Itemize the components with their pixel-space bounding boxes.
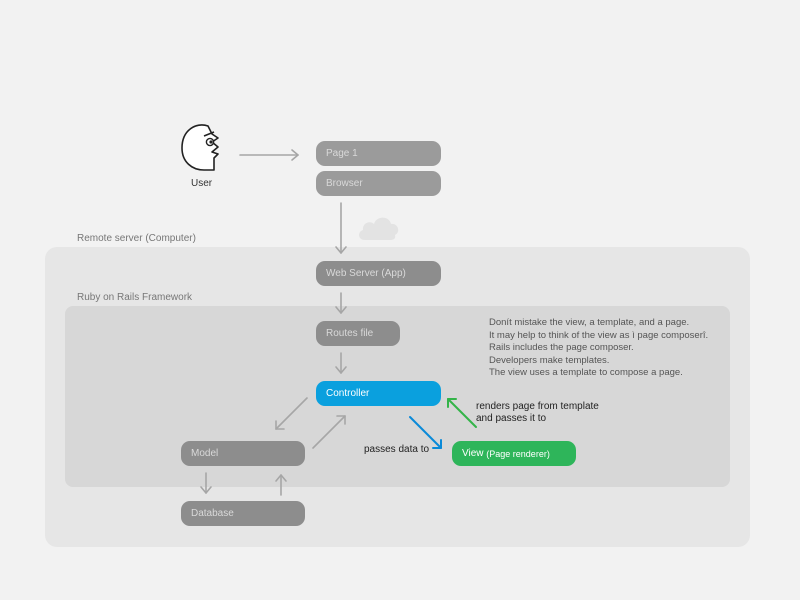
routes-node: Routes file [316,321,400,346]
browser-to-web-server-arrow [335,202,347,254]
view-node: View (Page renderer) [452,441,576,466]
model-to-database-arrow [200,472,212,494]
user-label: User [191,178,213,189]
database-node: Database [181,501,305,526]
renders-label-line1: renders page from template [476,401,599,412]
controller-node: Controller [316,381,441,406]
view-label: View [462,448,484,459]
user-to-page-arrow [239,149,299,161]
web-server-to-routes-arrow [335,292,347,314]
note-line: Donít mistake the view, a template, and … [489,317,690,328]
routes-to-controller-arrow [335,352,347,374]
database-to-model-arrow [275,474,287,496]
cloud-icon [359,217,399,240]
view-sublabel: (Page renderer) [486,448,550,459]
web-server-node: Web Server (App) [316,261,441,286]
rails-framework-label: Ruby on Rails Framework [77,292,193,303]
passes-data-label: passes data to [364,444,430,455]
note-line: The view uses a template to compose a pa… [489,367,683,378]
model-to-controller-arrow [312,415,346,449]
model-node: Model [181,441,305,466]
controller-to-view-arrow [409,416,442,449]
page-node: Page 1 [316,141,441,166]
user-head-icon [181,124,219,171]
note-line: It may help to think of the view as ì pa… [489,329,709,341]
note-line: Rails includes the page composer. [489,342,634,353]
note-line: Developers make templates. [489,354,610,366]
explanation-note: Donít mistake the view, a template, and … [489,317,708,380]
remote-server-label: Remote server (Computer) [77,233,196,244]
browser-node: Browser [316,171,441,196]
renders-label-line2: and passes it to [476,413,547,424]
controller-to-model-arrow [275,397,308,430]
view-to-controller-arrow [447,398,477,428]
